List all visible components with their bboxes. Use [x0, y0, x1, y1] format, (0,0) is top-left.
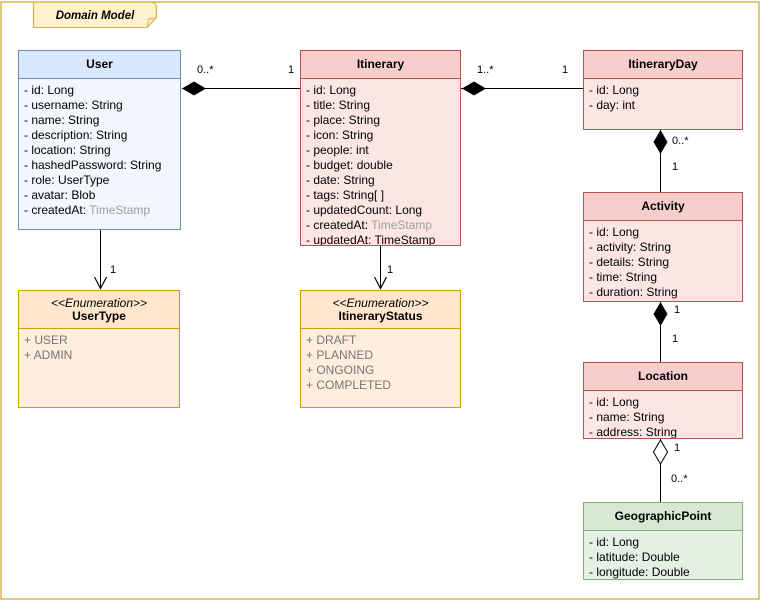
attribute-row: - details: String — [589, 255, 670, 269]
attribute-row: - date: String — [306, 173, 375, 187]
class-itineraryday[interactable]: ItineraryDay - id: Long- day: int — [583, 50, 743, 130]
attribute-row: - id: Long — [24, 83, 75, 97]
open-arrowhead-icon — [373, 276, 388, 290]
attribute-row: - username: String — [24, 98, 123, 112]
enum-value-row: + USER — [24, 333, 68, 347]
attribute-row: - createdAt: TimeStamp — [24, 203, 151, 217]
attribute-row: - place: String — [306, 113, 381, 127]
attribute-row: - id: Long — [589, 225, 640, 239]
class-location[interactable]: Location - id: Long- name: String- addre… — [583, 362, 743, 439]
attribute-row: - updatedAt: TimeStamp — [306, 233, 436, 245]
attribute-row: - id: Long — [589, 535, 640, 549]
multiplicity-label: 1 — [288, 64, 295, 76]
class-geographicpoint-name: GeographicPoint — [584, 503, 742, 531]
attribute-row: - time: String — [589, 270, 658, 284]
multiplicity-label: 1 — [110, 264, 117, 276]
enum-usertype-values: + USER+ ADMIN — [19, 329, 179, 407]
class-activity[interactable]: Activity - id: Long- activity: String- d… — [583, 192, 743, 302]
enum-usertype-stereotype: <<Enumeration>> — [50, 295, 148, 310]
enum-value-row: + ONGOING — [306, 363, 375, 377]
composition-diamond-icon — [182, 81, 206, 96]
open-arrowhead-icon — [93, 276, 108, 290]
attribute-row: - budget: double — [306, 158, 393, 172]
multiplicity-label: 1 — [674, 304, 681, 316]
multiplicity-label: 1 — [672, 333, 679, 345]
multiplicity-label: 1..* — [477, 64, 494, 76]
attribute-row: - title: String — [306, 98, 371, 112]
frame-title[interactable]: Domain Model — [55, 9, 135, 22]
frame-title-tab-shape[interactable] — [32, 1, 158, 29]
attribute-row: - updatedCount: Long — [306, 203, 423, 217]
class-itinerary-name: Itinerary — [301, 51, 460, 79]
enum-itinerarystatus-values: + DRAFT+ PLANNED+ ONGOING+ COMPLETED — [301, 329, 460, 407]
attribute-row: - tags: String[ ] — [306, 188, 385, 202]
connector-location-geographicpoint[interactable] — [652, 439, 669, 502]
enum-itinerarystatus-name: ItineraryStatus — [338, 308, 423, 323]
enum-value-row: + COMPLETED — [306, 378, 392, 392]
attribute-row: - people: int — [306, 143, 369, 157]
class-user-name: User — [19, 51, 180, 79]
class-location-attributes: - id: Long- name: String- address: Strin… — [584, 391, 742, 438]
attribute-row: - id: Long — [589, 83, 640, 97]
multiplicity-label: 1 — [672, 161, 679, 173]
frame-title-tab-fold — [147, 17, 157, 28]
attribute-row: - latitude: Double — [589, 550, 680, 564]
connector-activity-location[interactable] — [653, 302, 668, 362]
attribute-row: - name: String — [589, 410, 665, 424]
attribute-row: - address: String — [589, 425, 678, 438]
class-geographicpoint-attributes: - id: Long- latitude: Double- longitude:… — [584, 531, 742, 579]
class-user-attributes: - id: Long- username: String- name: Stri… — [19, 79, 180, 229]
attribute-row: - description: String — [24, 128, 128, 142]
class-user[interactable]: User - id: Long- username: String- name:… — [18, 50, 181, 230]
class-itineraryday-attributes: - id: Long- day: int — [584, 79, 742, 129]
class-itinerary[interactable]: Itinerary - id: Long- title: String- pla… — [300, 50, 461, 246]
connector-user-itinerary[interactable] — [182, 81, 300, 96]
multiplicity-label: 1 — [562, 64, 569, 76]
class-itinerary-attributes: - id: Long- title: String- place: String… — [301, 79, 460, 245]
enum-value-row: + PLANNED — [306, 348, 374, 362]
attribute-row: - duration: String — [589, 285, 678, 299]
multiplicity-label: 0..* — [672, 135, 689, 147]
attribute-row: - id: Long — [306, 83, 357, 97]
class-location-name: Location — [584, 363, 742, 391]
composition-diamond-icon — [653, 130, 668, 154]
multiplicity-label: 1 — [387, 264, 394, 276]
enum-value-row: + DRAFT — [306, 333, 357, 347]
attribute-row: - day: int — [589, 98, 636, 112]
composition-diamond-icon — [653, 302, 668, 326]
enum-usertype-name: UserType — [72, 308, 126, 323]
attribute-row: - createdAt: TimeStamp — [306, 218, 433, 232]
multiplicity-label: 0..* — [197, 64, 214, 76]
connector-user-usertype[interactable] — [93, 230, 108, 290]
class-geographicpoint[interactable]: GeographicPoint - id: Long- latitude: Do… — [583, 502, 743, 580]
attribute-row: - id: Long — [589, 395, 640, 409]
class-activity-attributes: - id: Long- activity: String- details: S… — [584, 221, 742, 301]
connector-itineraryday-activity[interactable] — [653, 130, 668, 192]
connector-itinerary-itinerarystatus[interactable] — [373, 246, 388, 290]
enum-value-row: + ADMIN — [24, 348, 73, 362]
composition-diamond-icon — [462, 81, 486, 96]
attribute-row: - avatar: Blob — [24, 188, 96, 202]
multiplicity-label: 0..* — [671, 473, 688, 485]
multiplicity-label: 1 — [674, 442, 681, 454]
attribute-row: - icon: String — [306, 128, 374, 142]
attribute-row: - hashedPassword: String — [24, 158, 162, 172]
enum-usertype[interactable]: <<Enumeration>> UserType + USER+ ADMIN — [18, 290, 180, 408]
attribute-row: - name: String — [24, 113, 100, 127]
attribute-row: - activity: String — [589, 240, 672, 254]
connector-itinerary-itineraryday[interactable] — [461, 81, 583, 96]
enum-itinerarystatus-stereotype: <<Enumeration>> — [332, 295, 429, 310]
attribute-row: - location: String — [24, 143, 111, 157]
aggregation-diamond-icon — [652, 439, 669, 465]
enum-itinerarystatus[interactable]: <<Enumeration>> ItineraryStatus + DRAFT+… — [300, 290, 461, 408]
class-itineraryday-name: ItineraryDay — [584, 51, 742, 79]
attribute-row: - role: UserType — [24, 173, 110, 187]
attribute-row: - longitude: Double — [589, 565, 690, 579]
class-activity-name: Activity — [584, 193, 742, 221]
